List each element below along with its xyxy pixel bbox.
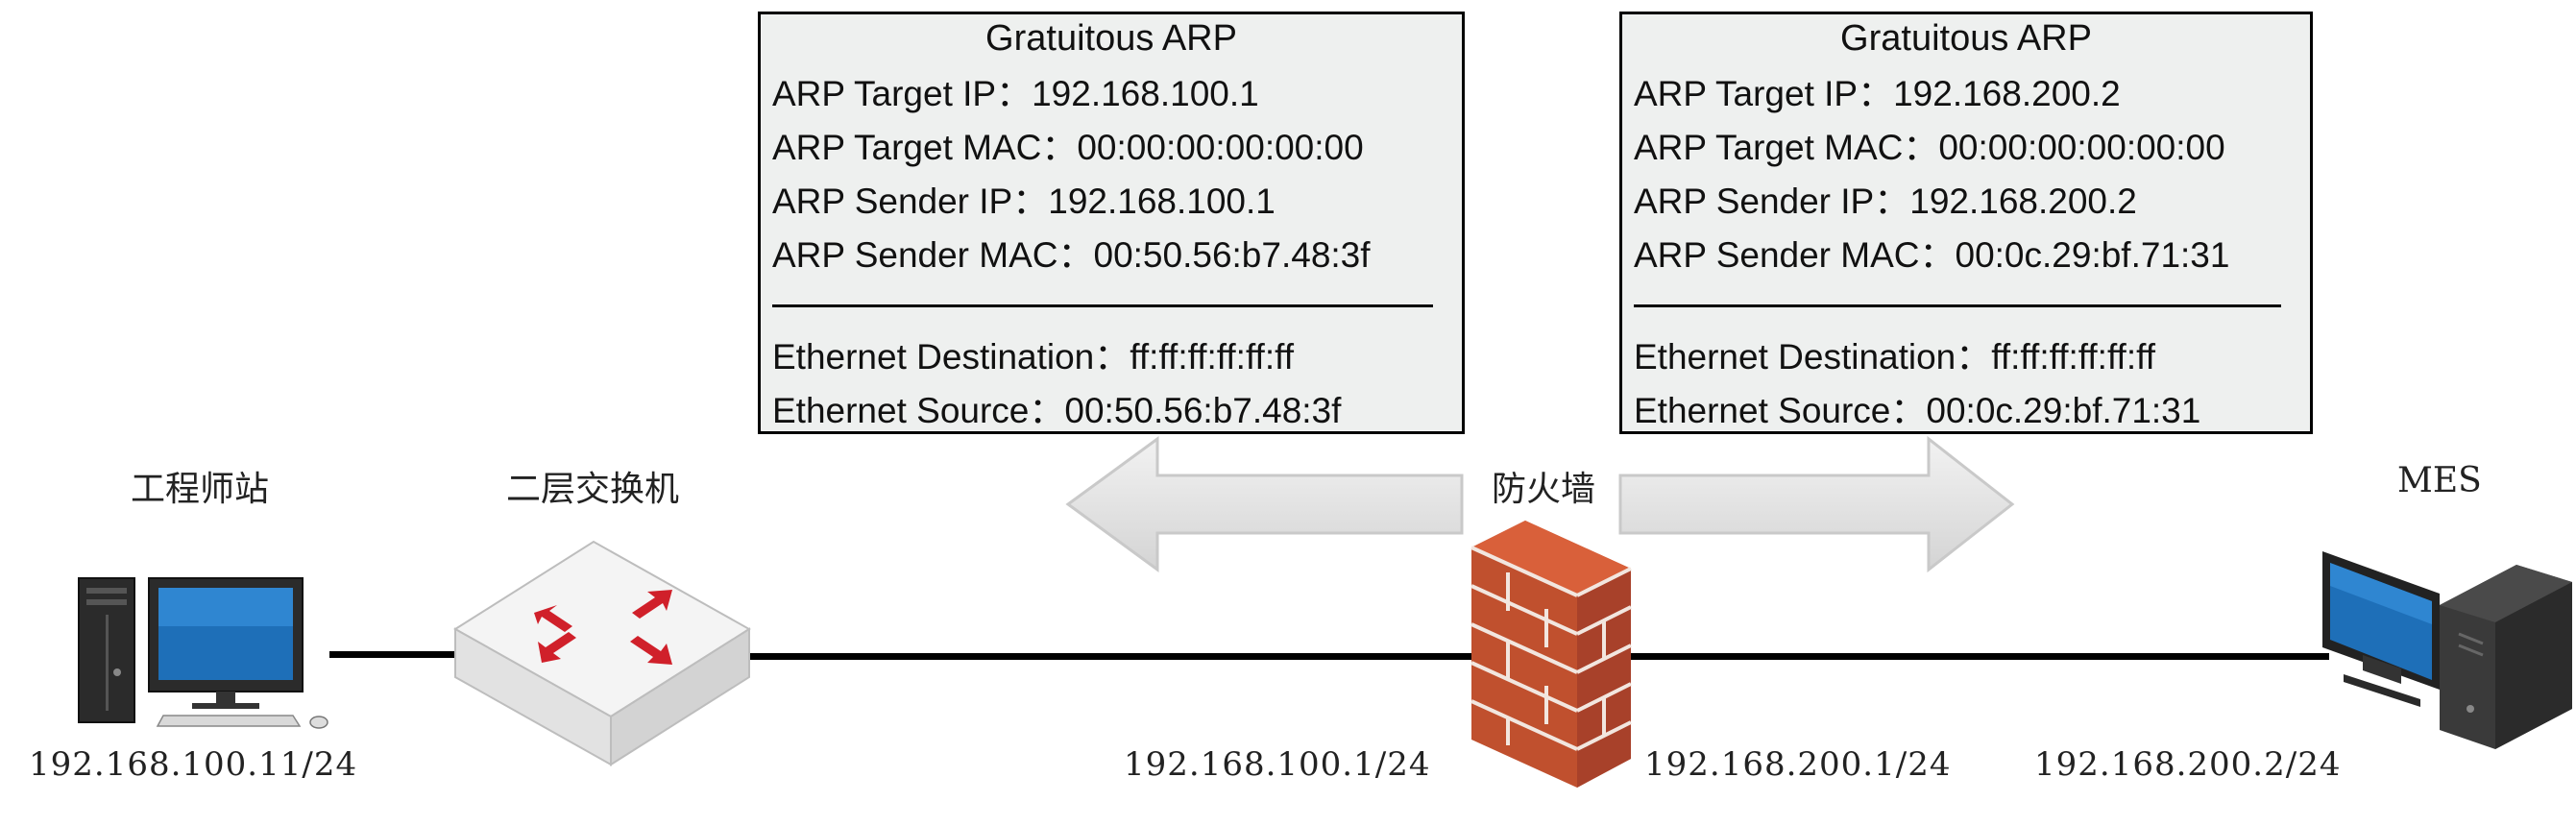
left-arrow-icon: [1065, 436, 1464, 572]
arp-sender-mac: ARP Sender MAC：00:0c.29:bf.71:31: [1634, 235, 2230, 275]
arp-sender-mac: ARP Sender MAC：00:50.56:b7.48:3f: [772, 235, 1371, 275]
divider: [772, 304, 1433, 307]
divider: [1634, 304, 2281, 307]
ethernet-source: Ethernet Source：00:0c.29:bf.71:31: [1634, 391, 2201, 430]
ethernet-source: Ethernet Source：00:50.56:b7.48:3f: [772, 391, 1342, 430]
right-arrow-icon: [1618, 435, 2015, 573]
workstation-ip: 192.168.100.11/24: [29, 745, 358, 784]
switch-icon: [453, 540, 751, 766]
firewall-icon: [1470, 521, 1632, 788]
firewall-ip-right: 192.168.200.1/24: [1644, 745, 1952, 784]
mes-computer-icon: [2322, 551, 2572, 749]
workstation-icon: [78, 577, 328, 729]
arp-target-ip: ARP Target IP：192.168.200.2: [1634, 74, 2121, 113]
link-firewall-mes: [1623, 653, 2329, 660]
arp-target-ip: ARP Target IP：192.168.100.1: [772, 74, 1259, 113]
firewall-label: 防火墙: [1492, 470, 1596, 509]
arp-target-mac: ARP Target MAC：00:00:00:00:00:00: [772, 128, 1364, 167]
link-workstation-switch: [329, 651, 454, 658]
arp-target-mac: ARP Target MAC：00:00:00:00:00:00: [1634, 128, 2225, 167]
arp-box-title: Gratuitous ARP: [985, 18, 1237, 59]
mes-ip: 192.168.200.2/24: [2034, 745, 2342, 784]
arp-sender-ip: ARP Sender IP：192.168.100.1: [772, 182, 1276, 221]
ethernet-destination: Ethernet Destination：ff:ff:ff:ff:ff:ff: [1634, 337, 2156, 377]
ethernet-destination: Ethernet Destination：ff:ff:ff:ff:ff:ff: [772, 337, 1295, 377]
workstation-label: 工程师站: [131, 470, 270, 509]
arp-box-title: Gratuitous ARP: [1840, 18, 2092, 59]
mes-label: MES: [2397, 461, 2482, 500]
firewall-ip-left: 192.168.100.1/24: [1124, 745, 1431, 784]
switch-label: 二层交换机: [506, 470, 680, 509]
arp-sender-ip: ARP Sender IP：192.168.200.2: [1634, 182, 2137, 221]
arp-box-right: Gratuitous ARP ARP Target IP：192.168.200…: [1619, 12, 2313, 434]
link-switch-firewall: [749, 653, 1479, 660]
arp-box-left: Gratuitous ARP ARP Target IP：192.168.100…: [758, 12, 1465, 434]
